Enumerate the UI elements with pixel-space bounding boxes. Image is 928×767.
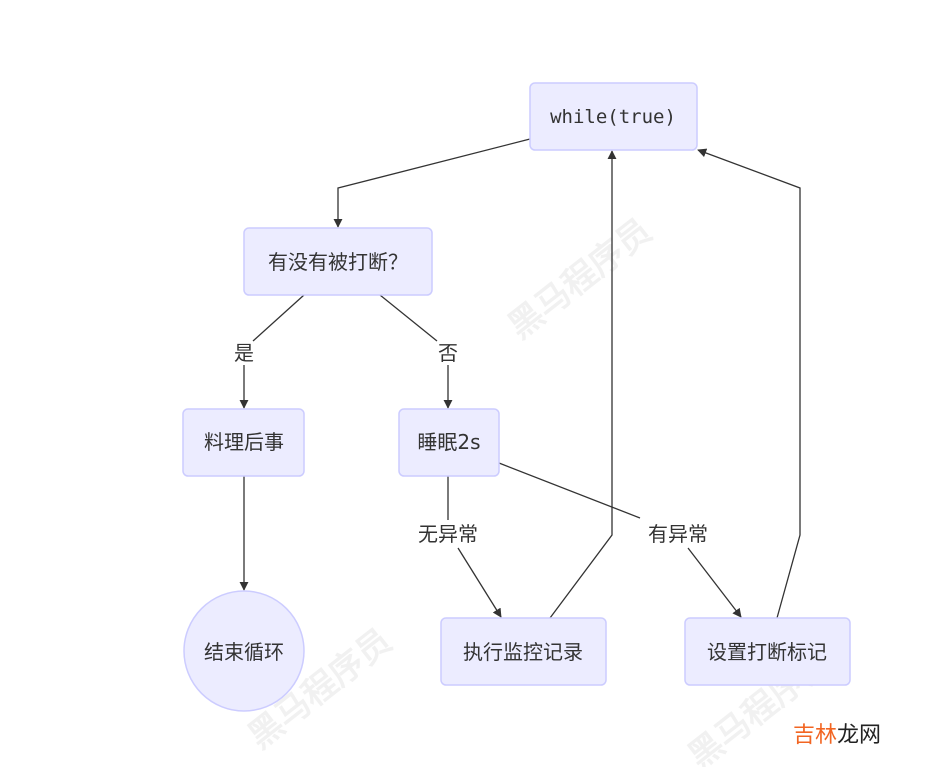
brand-part1: 吉林 [793, 723, 838, 748]
node-end-label: 结束循环 [204, 640, 284, 664]
node-sleep-label: 睡眠2s [417, 430, 480, 454]
node-set-flag: 设置打断标记 [684, 617, 851, 686]
node-sleep: 睡眠2s [398, 408, 500, 477]
edge-sleep-exception-arrow [687, 547, 742, 618]
brand-part2: 龙网 [837, 723, 882, 748]
node-check: 有没有被打断？ [243, 227, 433, 296]
edge-loop-to-check [333, 138, 531, 228]
node-monitor-label: 执行监控记录 [463, 640, 583, 664]
edge-label-no: 否 [438, 341, 458, 365]
edge-label-no-exception: 无异常 [418, 522, 478, 546]
watermark-text: 黑马程序员 [501, 211, 660, 347]
node-cleanup: 料理后事 [182, 408, 305, 477]
edge-sleep-no-exception-arrow [457, 547, 502, 618]
edge-sleep-exception [498, 462, 641, 519]
edge-check-no [379, 294, 438, 342]
node-loop-label: while(true) [550, 106, 676, 128]
brand-logo: 吉林龙网 [793, 717, 881, 749]
node-loop: while(true) [529, 82, 698, 151]
node-cleanup-label: 料理后事 [204, 430, 284, 454]
edge-setflag-to-loop [697, 148, 801, 619]
edge-check-yes [252, 294, 305, 342]
node-check-label: 有没有被打断？ [268, 250, 408, 274]
node-end: 结束循环 [183, 590, 305, 712]
node-set-flag-label: 设置打断标记 [707, 640, 827, 664]
node-monitor: 执行监控记录 [440, 617, 607, 686]
edge-label-yes: 是 [234, 341, 254, 365]
edge-label-exception: 有异常 [648, 522, 708, 546]
edge-monitor-to-loop [549, 150, 617, 619]
